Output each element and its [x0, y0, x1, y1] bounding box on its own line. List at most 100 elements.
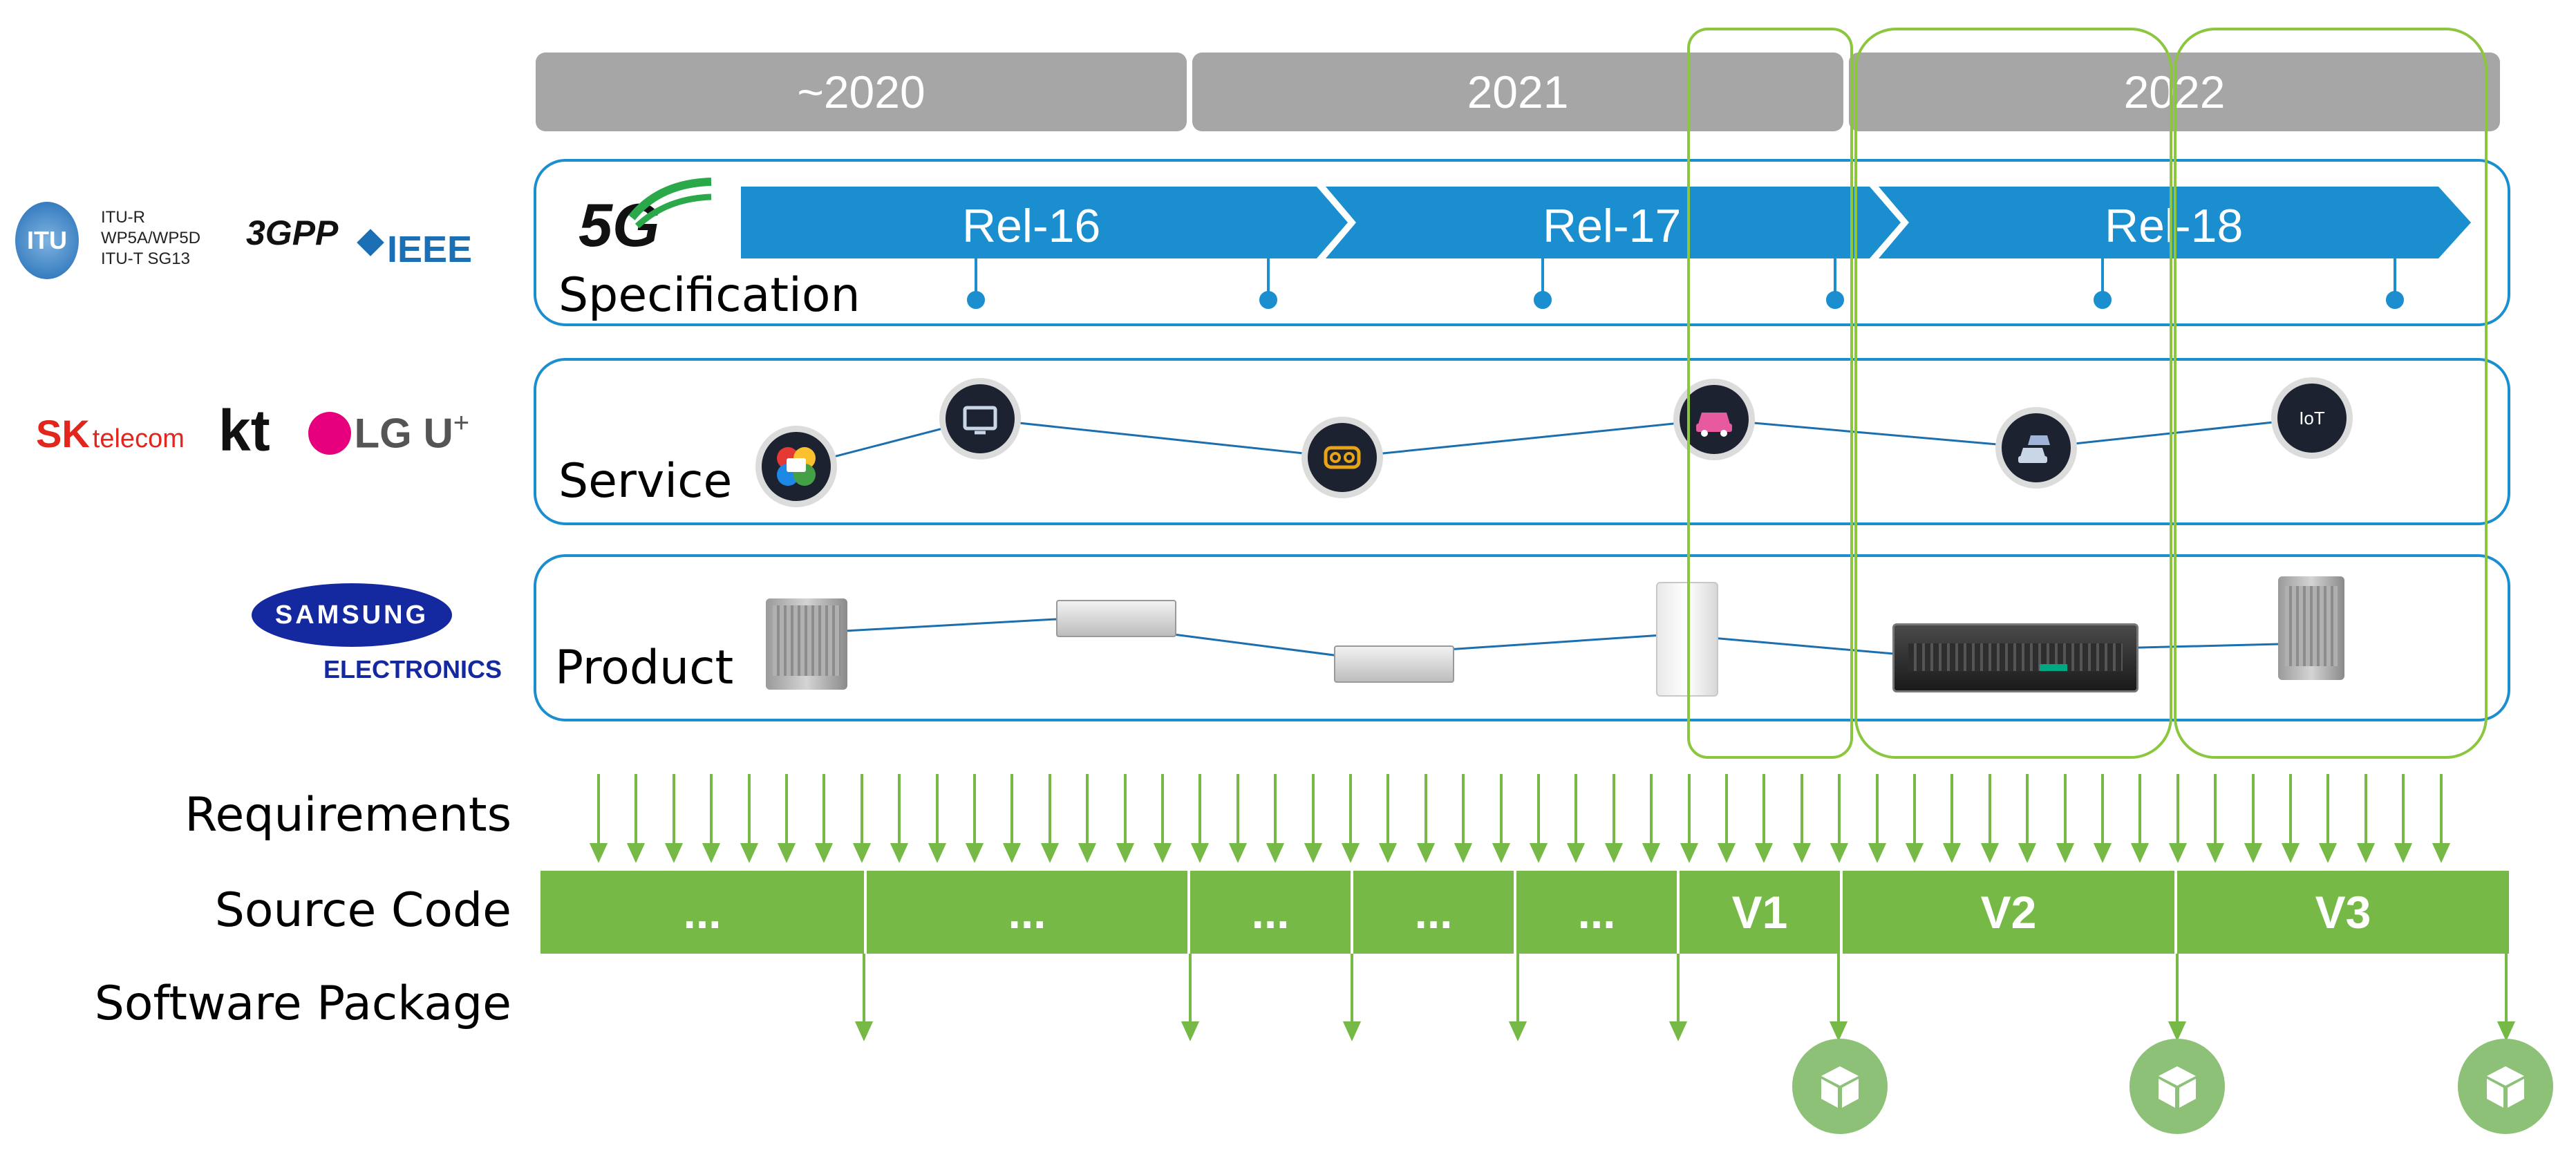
itu-logo-text: ITU	[27, 226, 67, 254]
requirement-arrow-head	[852, 843, 872, 863]
requirement-arrow-head	[1680, 843, 1699, 863]
requirement-arrow-head	[589, 843, 608, 863]
source-code-bar	[540, 871, 2509, 954]
package-v3	[2458, 1039, 2553, 1134]
requirement-arrow-head	[1980, 843, 2000, 863]
requirement-arrow-head	[1529, 843, 1548, 863]
product-rack-unit	[1334, 645, 1454, 683]
requirement-arrow-head	[2056, 843, 2075, 863]
product-outdoor-radio-unit	[2278, 576, 2344, 680]
requirement-arrow-head	[1116, 843, 1135, 863]
5g-waves-icon	[628, 178, 712, 229]
requirement-arrow-head	[890, 843, 909, 863]
requirement-arrow-head	[1002, 843, 1022, 863]
sk-text: SK	[36, 412, 90, 455]
release-arrow-rel-16	[741, 187, 1348, 258]
source-code-segment: ...	[1577, 887, 1616, 938]
requirement-arrow-head	[1416, 843, 1436, 863]
ieee-logo: IEEE	[357, 228, 473, 271]
requirement-arrows	[589, 774, 2451, 863]
requirement-arrow-head	[1905, 843, 1924, 863]
itu-groups-text: ITU-R WP5A/WP5D ITU-T SG13	[101, 208, 201, 268]
requirement-arrow-head	[2281, 843, 2300, 863]
requirement-arrow-head	[702, 843, 721, 863]
software-package-label: Software Package	[94, 976, 511, 1031]
product-server	[1892, 623, 2138, 692]
requirement-arrow-head	[1642, 843, 1661, 863]
requirement-arrow-head	[2093, 843, 2112, 863]
release-label-rel-17: Rel-17	[1543, 200, 1682, 252]
requirement-arrow-head	[2394, 843, 2413, 863]
year-label: ~2020	[797, 66, 925, 117]
product-row	[534, 554, 2510, 721]
source-code-segment: ...	[1008, 887, 1046, 938]
release-label-rel-16: Rel-16	[962, 200, 1101, 252]
requirement-arrow-head	[1830, 843, 1849, 863]
requirement-arrow-head	[1492, 843, 1511, 863]
requirement-arrow-head	[1942, 843, 1962, 863]
requirement-arrow-head	[2206, 843, 2225, 863]
requirement-arrow-head	[1078, 843, 1097, 863]
service-label: Service	[558, 454, 733, 509]
iot-icon: IoT	[2271, 377, 2353, 459]
requirement-arrow-head	[1792, 843, 1812, 863]
milestone-markers	[967, 258, 2404, 309]
service-row	[534, 358, 2510, 525]
lg-uplus-logo: LG U+	[308, 408, 469, 457]
requirement-arrow-head	[1566, 843, 1586, 863]
vr-headset-icon	[1301, 417, 1383, 498]
requirement-arrow-head	[2318, 843, 2338, 863]
requirements-label: Requirements	[185, 788, 511, 842]
samsung-electronics-text: ELECTRONICS	[323, 655, 502, 683]
year-bar-2020: ~2020	[536, 53, 1187, 131]
requirement-arrow-head	[1190, 843, 1210, 863]
requirement-arrow-head	[1153, 843, 1172, 863]
cars-icon	[1995, 407, 2077, 489]
package-v2	[2130, 1039, 2225, 1134]
requirement-arrow-head	[777, 843, 796, 863]
lg-plus-text: +	[453, 408, 470, 438]
source-code-segment: ...	[1251, 887, 1290, 938]
requirement-arrow-head	[1040, 843, 1060, 863]
specification-label: Specification	[558, 268, 861, 323]
requirement-arrow-head	[1717, 843, 1736, 863]
ieee-logo-text: IEEE	[387, 229, 473, 270]
requirement-arrow-head	[2356, 843, 2376, 863]
requirement-arrow-head	[664, 843, 684, 863]
car-icon	[1673, 379, 1755, 460]
source-code-segment-v1: V1	[1731, 887, 1788, 938]
requirement-arrow-head	[814, 843, 834, 863]
year-bar-2021: 2021	[1192, 53, 1843, 131]
source-code-segment-v3: V3	[2315, 887, 2371, 938]
requirement-arrow-head	[2432, 843, 2451, 863]
requirement-arrow-head	[1378, 843, 1398, 863]
source-code-segment-v2: V2	[1980, 887, 2037, 938]
requirement-arrow-head	[1754, 843, 1774, 863]
package-box-icon	[2487, 1066, 2524, 1108]
requirement-arrow-head	[928, 843, 947, 863]
v3-highlight	[2174, 28, 2488, 759]
samsung-logo: SAMSUNG	[252, 583, 452, 647]
year-label: 2021	[1467, 66, 1569, 117]
requirement-arrow-head	[1454, 843, 1473, 863]
samsung-logo-text: SAMSUNG	[274, 600, 429, 630]
product-rack-unit	[1056, 600, 1176, 637]
release-arrow-rel-17	[1326, 187, 1901, 258]
requirement-arrow-head	[965, 843, 984, 863]
requirement-arrow-head	[1266, 843, 1285, 863]
product-label: Product	[555, 641, 734, 695]
v1-highlight	[1687, 28, 1853, 759]
requirement-arrow-head	[1228, 843, 1248, 863]
specification-row	[534, 159, 2510, 326]
tv-icon	[939, 378, 1021, 460]
source-code-segment: ...	[1414, 887, 1453, 938]
3gpp-logo: 3GPP	[246, 214, 339, 252]
requirement-arrow-head	[2018, 843, 2037, 863]
package-box-icon	[1821, 1066, 1859, 1108]
requirement-arrow-head	[1341, 843, 1360, 863]
requirement-arrow-head	[1868, 843, 1887, 863]
requirement-arrow-head	[626, 843, 646, 863]
requirement-arrow-head	[1604, 843, 1624, 863]
